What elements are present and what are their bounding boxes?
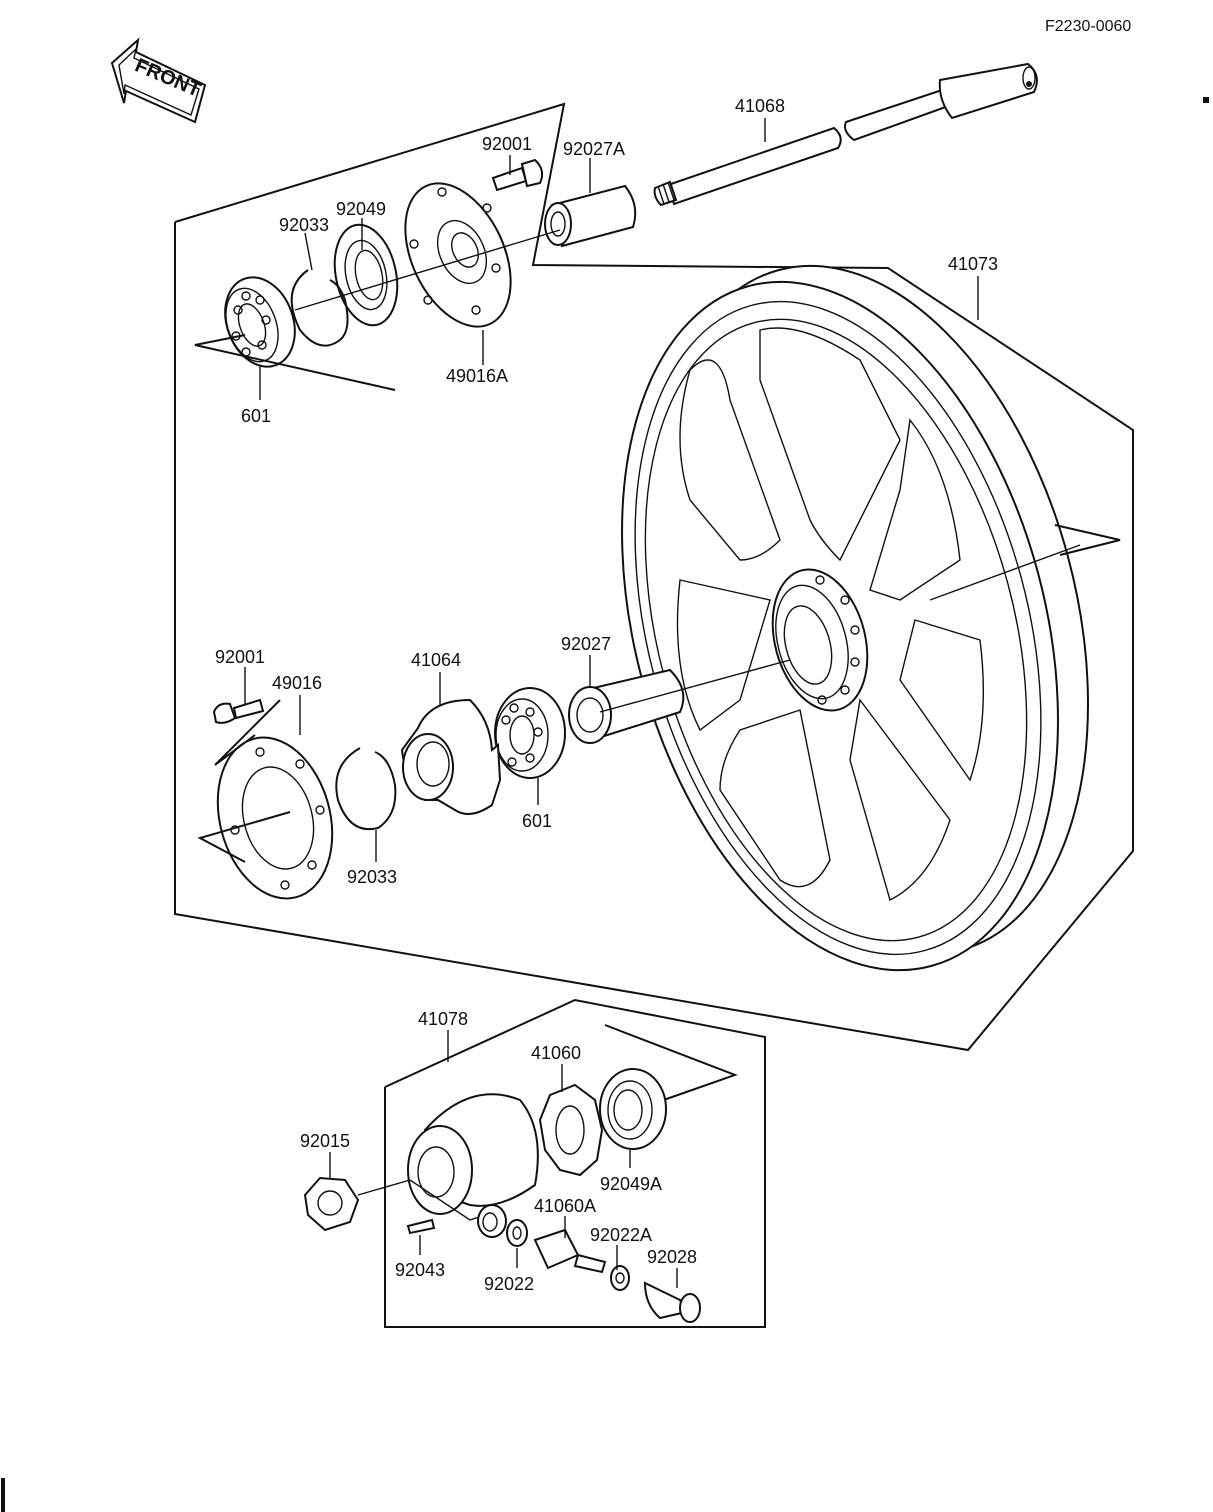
drawing-code: F2230-0060 (1045, 18, 1131, 35)
part-label: 41064 (411, 650, 461, 670)
leader-arrow-49016-top (214, 699, 281, 766)
part-label: 601 (241, 406, 271, 426)
part-label: 92027 (561, 634, 611, 654)
part-label: 41060 (531, 1043, 581, 1063)
leader-lines (244, 118, 979, 1288)
bolt-92001-top (491, 158, 544, 192)
bushing (477, 1204, 507, 1238)
leader-arrow-601 (194, 334, 396, 391)
assembly-outline (174, 102, 1134, 1052)
bushing-92028 (643, 1281, 701, 1323)
part-label: 41078 (418, 1009, 468, 1029)
center-line-top (294, 229, 561, 311)
part-label: 92049A (600, 1174, 662, 1194)
part-label: 92033 (279, 215, 329, 235)
center-line-wheel (929, 544, 1081, 601)
flange-49016A (404, 182, 512, 328)
gearbox-outline (384, 998, 766, 1328)
flange-49016 (216, 736, 334, 900)
part-labels: 41068 92027A 92001 92049 92033 49016A 60… (215, 96, 998, 1294)
margin-mark (1203, 97, 1209, 103)
axle-41068 (653, 62, 1038, 207)
center-line-gearbox (357, 1179, 411, 1196)
part-label: 41060A (534, 1196, 596, 1216)
part-label: 92015 (300, 1131, 350, 1151)
part-label: 41068 (735, 96, 785, 116)
part-label: 92001 (482, 134, 532, 154)
nut-92015 (303, 1176, 360, 1232)
part-label: 92022A (590, 1225, 652, 1245)
spacer-92027A (544, 184, 637, 248)
part-label: 41073 (948, 254, 998, 274)
part-label: 49016 (272, 673, 322, 693)
seal-92049A (599, 1068, 667, 1150)
leader-arrow-wheel (1054, 524, 1121, 556)
part-label: 92001 (215, 647, 265, 667)
front-arrow-icon: FRONT (110, 37, 207, 124)
wheel-41073 (621, 264, 1089, 972)
leader-arrow-92049A (604, 1024, 738, 1104)
washer-92022 (506, 1219, 528, 1247)
part-label: 92022 (484, 1274, 534, 1294)
plate-41064 (400, 698, 502, 815)
gearbox-housing-41078 (407, 1093, 539, 1221)
part-label: 92027A (563, 139, 625, 159)
circlip-92033-bottom (335, 747, 397, 831)
pinion-41060A (533, 1228, 607, 1274)
bolt-92001-left (212, 698, 265, 724)
spacer-92027 (568, 668, 685, 744)
seal-92049 (333, 223, 399, 327)
center-line-mid (599, 659, 791, 713)
part-label: 92049 (336, 199, 386, 219)
part-label: 92043 (395, 1260, 445, 1280)
gear-41060 (538, 1083, 604, 1177)
margin-mark-bottom (1, 1478, 5, 1512)
pin-92043 (406, 1218, 436, 1235)
circlip-92033-top (290, 269, 349, 347)
bearing-601-mid (494, 687, 566, 779)
part-label: 601 (522, 811, 552, 831)
part-label: 49016A (446, 366, 508, 386)
part-label: 92033 (347, 867, 397, 887)
part-label: 92028 (647, 1247, 697, 1267)
leader-arrow-49016-bottom (197, 811, 291, 863)
washer-92022A (610, 1265, 630, 1291)
